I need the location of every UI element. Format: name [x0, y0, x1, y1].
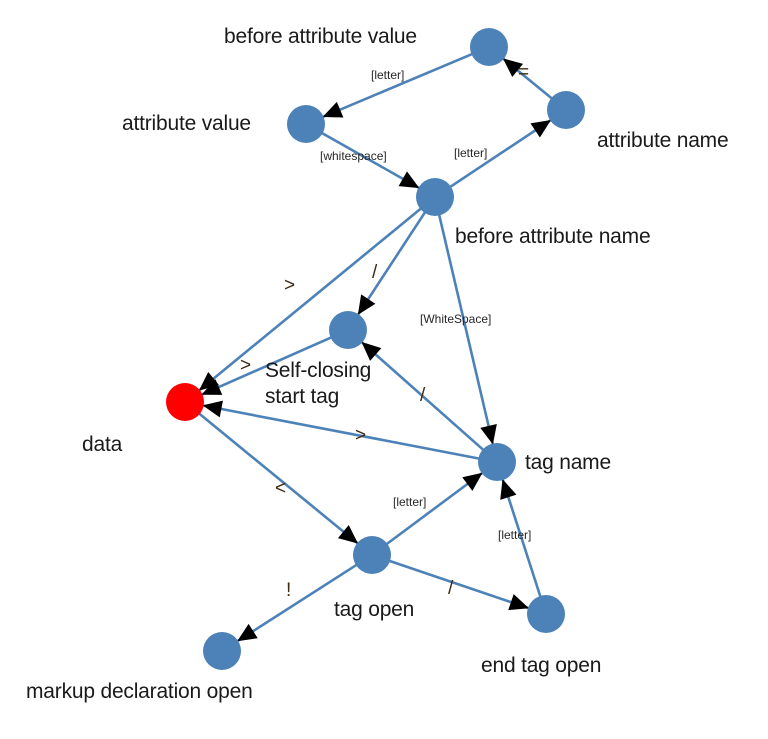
node-label-tag_open: tag open	[334, 598, 415, 621]
edge-line-tag_open-to-tag_name	[385, 471, 484, 546]
arrow-head-icon-self_closing_start_tag-to-data	[201, 379, 223, 395]
node-end_tag_open[interactable]	[527, 595, 565, 633]
arrow-head-icon-before_attribute_name-to-attribute_name	[530, 119, 552, 138]
arrow-head-icon-before_attribute_name-to-self_closing_start_tag	[357, 294, 376, 315]
edge-label-e5: >	[284, 275, 296, 296]
arrow-head-icon-tag_open-to-end_tag_open	[508, 594, 529, 611]
edge-line-data-to-tag_open	[198, 412, 359, 545]
node-label-before_attribute_name: before attribute name	[455, 225, 651, 248]
edge-label-e11: <	[275, 478, 287, 499]
arrow-head-icon-data-to-tag_open	[337, 524, 359, 544]
edge-line-tag_open-to-end_tag_open	[388, 559, 530, 610]
node-before_attribute_name[interactable]	[416, 178, 454, 216]
nodes-layer	[166, 28, 585, 670]
node-label-attribute_name: attribute name	[597, 129, 729, 152]
node-label-end_tag_open: end tag open	[481, 654, 602, 677]
node-label-self_closing_start_tag: Self-closing start tag	[265, 359, 372, 408]
arrow-head-icon-tag_name-to-self_closing_start_tag	[361, 341, 382, 361]
edge-label-e13: !	[286, 580, 292, 601]
node-label-before_attribute_value: before attribute value	[224, 25, 417, 48]
node-tag_open[interactable]	[353, 536, 391, 574]
arrow-head-icon-end_tag_open-to-tag_name	[500, 479, 517, 500]
node-label-data: data	[82, 433, 123, 456]
edge-line-before_attribute_name-to-self_closing_start_tag	[356, 211, 427, 316]
node-before_attribute_value[interactable]	[470, 28, 508, 66]
node-tag_name[interactable]	[478, 443, 516, 481]
arrow-head-icon-tag_open-to-markup_declaration_open	[237, 623, 258, 642]
node-label-tag_name: tag name	[525, 451, 611, 474]
edge-label-e7: [WhiteSpace]	[420, 312, 492, 326]
edge-label-e15: [letter]	[498, 528, 532, 542]
edge-line-before_attribute_name-to-tag_name	[437, 214, 495, 445]
edge-line-before_attribute_name-to-attribute_name	[449, 118, 552, 189]
edge-label-e14: /	[448, 578, 454, 599]
edge-label-e2: =	[518, 62, 530, 83]
arrow-head-icon-before_attribute_name-to-tag_name	[480, 424, 497, 445]
arrow-head-icon-attribute_name-to-before_attribute_value	[502, 58, 524, 78]
node-self_closing_start_tag[interactable]	[329, 311, 367, 349]
edge-line-tag_name-to-data	[202, 404, 480, 460]
edge-line-before_attribute_value-to-attribute_value	[322, 52, 473, 119]
edge-label-e12: [letter]	[393, 495, 427, 509]
arrow-head-icon-tag_name-to-data	[202, 400, 223, 418]
edge-label-e10: >	[355, 425, 367, 446]
edge-line-tag_name-to-self_closing_start_tag	[360, 340, 485, 452]
edge-line-end_tag_open-to-tag_name	[501, 478, 542, 598]
edge-line-tag_open-to-markup_declaration_open	[236, 563, 358, 643]
arrow-head-icon-before_attribute_value-to-attribute_value	[322, 101, 344, 118]
edge-label-e3: [whitespace]	[320, 149, 387, 163]
arrow-head-icon-tag_open-to-tag_name	[462, 472, 483, 491]
edge-label-e9: /	[420, 385, 426, 406]
node-label-attribute_value: attribute value	[122, 112, 251, 135]
edge-label-e4: [letter]	[454, 146, 488, 160]
edge-label-e6: /	[372, 262, 378, 283]
edges-layer	[198, 52, 553, 643]
node-markup_declaration_open[interactable]	[203, 632, 241, 670]
edge-label-e8: >	[240, 355, 252, 376]
edge-line-self_closing_start_tag-to-data	[200, 336, 333, 396]
edge-line-before_attribute_name-to-data	[198, 207, 422, 392]
edge-label-e1: [letter]	[371, 68, 405, 82]
node-attribute_name[interactable]	[547, 91, 585, 129]
node-label-markup_declaration_open: markup declaration open	[26, 680, 253, 703]
node-attribute_value[interactable]	[287, 105, 325, 143]
arrow-head-icon-attribute_value-to-before_attribute_name	[398, 171, 420, 189]
node-data[interactable]	[166, 383, 204, 421]
